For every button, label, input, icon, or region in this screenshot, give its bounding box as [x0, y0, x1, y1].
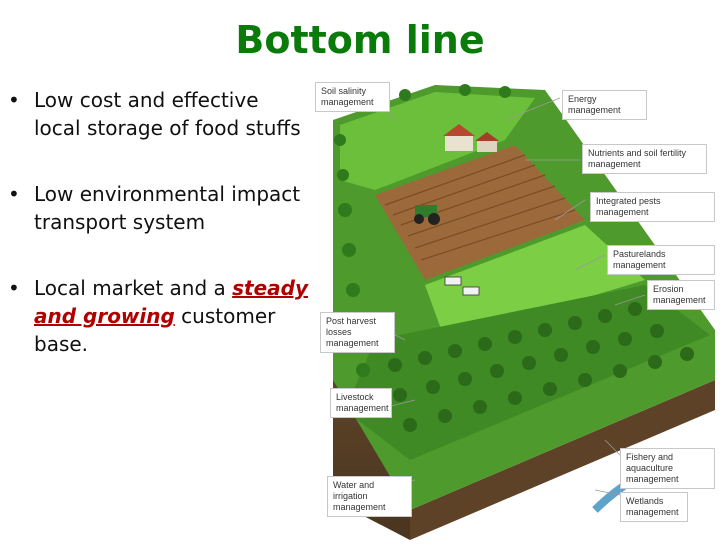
farm-landscape-diagram: Soil salinity management Energy manageme…: [315, 80, 720, 540]
bullet-text-emphasis: steady and growing: [34, 276, 309, 328]
furrows: [384, 154, 576, 261]
farmhouse: [443, 124, 499, 152]
bullet-dot: •: [8, 182, 20, 206]
label-soil-salinity: Soil salinity management: [315, 82, 390, 112]
upper-meadow: [340, 92, 535, 190]
pasture: [425, 225, 645, 340]
bullet-dot: •: [8, 88, 20, 112]
bullet-item: • Low environmental impact transport sys…: [8, 180, 308, 236]
label-post-harvest: Post harvest losses management: [320, 312, 395, 353]
soil-side-front: [410, 380, 715, 540]
bullet-list: • Low cost and effective local storage o…: [8, 86, 308, 396]
bullet-item: • Low cost and effective local storage o…: [8, 86, 308, 142]
label-wetlands: Wetlands management: [620, 492, 688, 522]
bullet-item: • Local market and a steady and growing …: [8, 274, 308, 358]
label-pests: Integrated pests management: [590, 192, 715, 222]
label-energy: Energy management: [562, 90, 647, 120]
bullet-text: Low environmental impact transport syste…: [34, 182, 301, 234]
label-fishery: Fishery and aquaculture management: [620, 448, 715, 489]
label-erosion: Erosion management: [647, 280, 715, 310]
tractor: [414, 205, 440, 225]
label-livestock: Livestock management: [330, 388, 392, 418]
label-nutrients: Nutrients and soil fertility management: [582, 144, 707, 174]
bullet-text-pre: Local market and a: [34, 276, 233, 300]
slide-title: Bottom line: [235, 18, 485, 62]
orchard-area: [345, 285, 710, 460]
bullet-dot: •: [8, 276, 20, 300]
bullet-text: Low cost and effective local storage of …: [34, 88, 301, 140]
orchard-trees: [388, 302, 694, 432]
label-pasturelands: Pasturelands management: [607, 245, 715, 275]
label-water: Water and irrigation management: [327, 476, 412, 517]
cows: [444, 276, 480, 296]
bullet-text-post: customer base.: [34, 304, 276, 356]
farm-landscape-illustration: [333, 84, 715, 540]
